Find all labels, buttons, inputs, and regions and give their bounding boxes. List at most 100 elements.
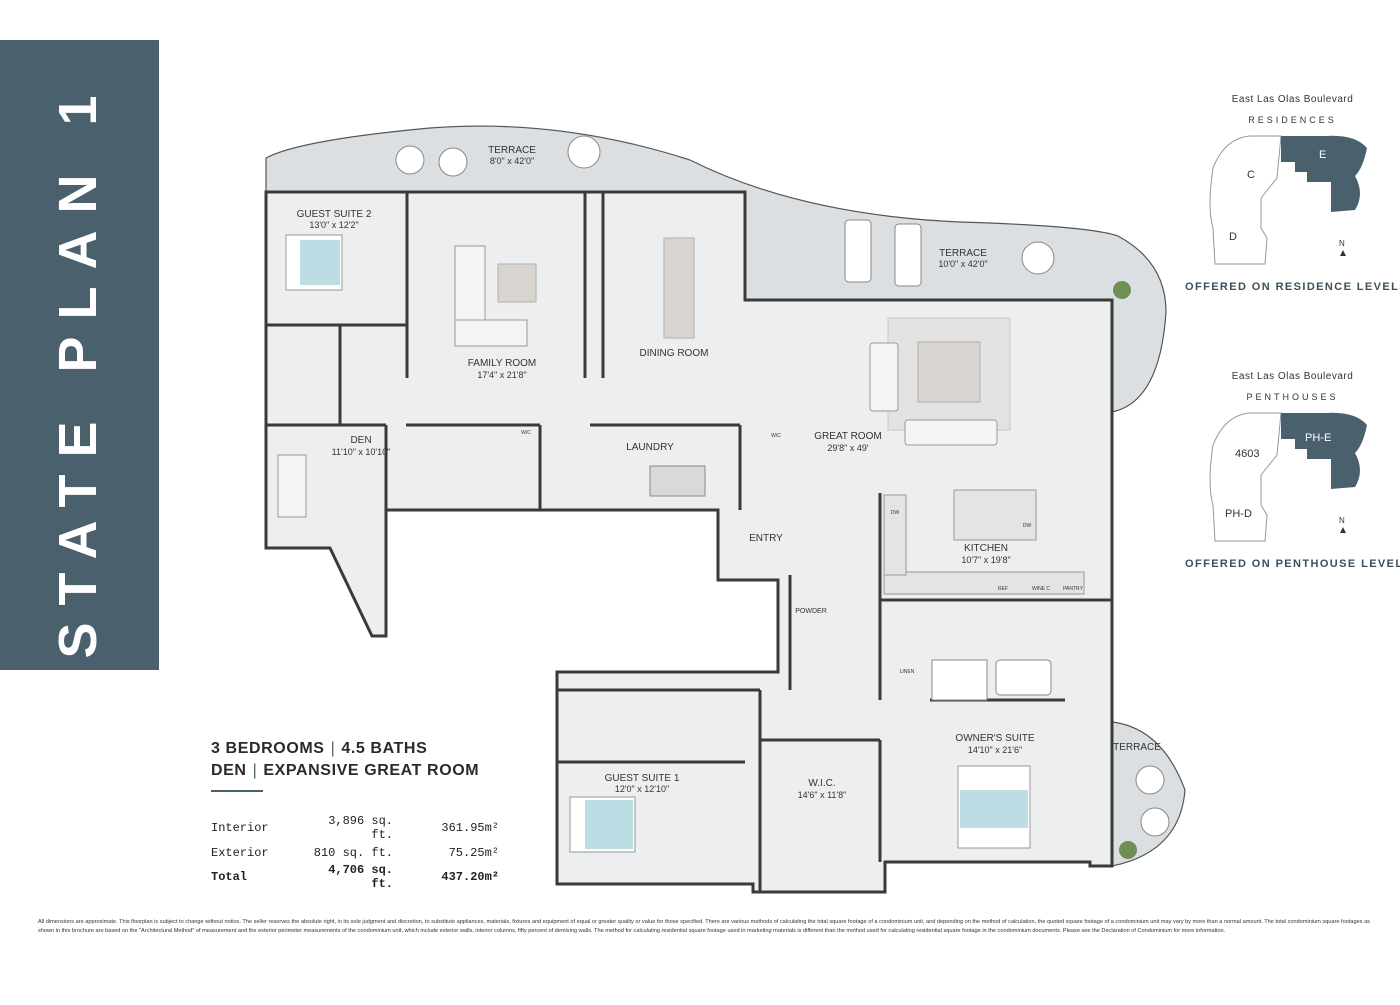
owners-bath-tub	[995, 659, 1052, 696]
keyplan-penthouses-map: 4603 PH-E PH-D N	[1209, 412, 1367, 542]
terrace-south-label: TERRACE	[1113, 742, 1161, 753]
keyplan-residences-offered: OFFERED ON RESIDENCE LEVELS 39-44	[1185, 281, 1400, 293]
terrace-east-dims: 10'0" x 42'0"	[938, 259, 987, 269]
terrace-chair-north-2	[438, 147, 468, 177]
owners-suite-dims: 14'10" x 21'6"	[968, 745, 1022, 755]
guest-suite-1-label: GUEST SUITE 1	[605, 773, 680, 784]
keyplan-penthouses-street: East Las Olas Boulevard	[1231, 371, 1354, 382]
plan-title-banner: ESTATE PLAN 1	[0, 40, 159, 712]
family-room-dims: 17'4" x 21'8"	[477, 370, 526, 380]
owners-suite-bed-linen	[960, 790, 1028, 828]
terrace-table-north	[567, 135, 601, 169]
north-arrow-icon	[1340, 527, 1346, 533]
separator: |	[330, 740, 336, 757]
terrace-chair-south-2	[1140, 807, 1170, 837]
owners-suite-label: OWNER'S SUITE	[955, 733, 1034, 744]
kitchen-counter	[883, 571, 1085, 595]
kitchen-island	[953, 489, 1037, 541]
area-sqft: 4,706 sq. ft.	[328, 863, 393, 891]
keyplan-residences-unit-e: E	[1319, 149, 1326, 161]
keyplan-penthouses-type: PENTHOUSES	[1246, 392, 1339, 402]
powder-label: POWDER	[795, 608, 827, 615]
kitchen-label: KITCHEN	[964, 543, 1008, 554]
north-arrow-icon	[1340, 250, 1346, 256]
chaise-great-room	[869, 342, 899, 412]
den-sofa	[277, 454, 307, 518]
summary-divider	[211, 790, 263, 792]
area-label: Exterior	[211, 845, 269, 860]
keyplan-residences-north: N	[1339, 239, 1345, 248]
keyplan-penthouses: East Las Olas Boulevard PENTHOUSES 4603 …	[1185, 371, 1400, 570]
separator: |	[252, 762, 258, 779]
family-room-ottoman	[497, 263, 537, 303]
area-label: Total	[211, 870, 248, 884]
dishwasher-island-label: DW	[1023, 523, 1032, 529]
great-room-feature: EXPANSIVE GREAT ROOM	[263, 762, 480, 779]
summary-line-2: DEN | EXPANSIVE GREAT ROOM	[211, 760, 531, 782]
den-feature: DEN	[211, 762, 247, 779]
interior-walls	[266, 192, 1112, 892]
den-dims: 11'10" x 10'10"	[332, 447, 391, 457]
guest-suite-2-bed-linen	[300, 240, 340, 285]
wine-cooler-label: WINE C	[1032, 586, 1050, 592]
pantry-label: PANTRY	[1063, 586, 1083, 592]
owners-bath-shower	[931, 659, 988, 701]
ref-label: REF	[998, 586, 1008, 592]
entry-label: ENTRY	[749, 533, 783, 544]
keyplan-residences-map: C E D N	[1209, 135, 1367, 265]
area-row-interior: Interior 3,896 sq. ft. 361.95m²	[211, 814, 499, 842]
dining-table	[663, 237, 695, 339]
area-m2: 361.95m²	[441, 821, 499, 835]
keyplan-penthouses-unit-phe: PH-E	[1305, 432, 1331, 444]
lounger-1	[844, 219, 872, 283]
keyplan-residences-unit-d: D	[1229, 231, 1237, 243]
dishwasher-label: DW	[891, 510, 900, 516]
terrace-east-label: TERRACE	[939, 248, 987, 259]
coffee-table	[917, 341, 981, 403]
great-room-dims: 29'8" x 49'	[827, 443, 868, 453]
laundry-label: LAUNDRY	[626, 442, 674, 453]
planter-south	[1119, 841, 1137, 859]
wic-dims: 14'6" x 11'8"	[798, 790, 847, 800]
keyplan-residences-type: RESIDENCES	[1248, 115, 1337, 125]
family-room-label: FAMILY ROOM	[468, 358, 537, 369]
sofa-great-room	[904, 419, 998, 446]
great-room-label: GREAT ROOM	[814, 431, 881, 442]
terrace-table-east	[1021, 241, 1055, 275]
terrace-north-label: TERRACE	[488, 145, 536, 156]
wc-label: W/C	[521, 430, 531, 436]
dining-room-label: DINING ROOM	[640, 348, 709, 359]
den-label: DEN	[350, 435, 371, 446]
area-sqft: 810 sq. ft.	[313, 845, 393, 860]
guest-suite-2-dims: 13'0" x 12'2"	[309, 220, 358, 230]
planter-east	[1113, 281, 1131, 299]
guest-suite-1-dims: 12'0" x 12'10"	[615, 784, 669, 794]
wic-label: W.I.C.	[808, 778, 835, 789]
wc-laundry-label: W/C	[771, 433, 781, 439]
unit-summary: 3 BEDROOMS|4.5 BATHS DEN|EXPANSIVE GREAT…	[211, 738, 531, 891]
area-m2: 437.20m²	[441, 870, 499, 884]
family-room-sectional-base	[454, 319, 528, 347]
guest-suite-2-label: GUEST SUITE 2	[297, 209, 372, 220]
terrace-chair-south-1	[1135, 765, 1165, 795]
linen-label: LINEN	[900, 669, 915, 675]
terrace-chair-north-1	[395, 145, 425, 175]
keyplan-residences: East Las Olas Boulevard RESIDENCES C E D…	[1185, 94, 1400, 293]
area-table: Interior 3,896 sq. ft. 361.95m² Exterior…	[211, 814, 499, 891]
area-m2: 75.25m²	[448, 845, 499, 860]
terrace-north-dims: 8'0" x 42'0"	[490, 156, 534, 166]
disclaimer: All dimensions are approximate. This flo…	[38, 919, 1370, 934]
area-row-exterior: Exterior 810 sq. ft. 75.25m²	[211, 842, 499, 863]
keyplan-residences-street: East Las Olas Boulevard	[1231, 94, 1354, 105]
bedrooms-count: 3 BEDROOMS	[211, 740, 325, 757]
area-sqft: 3,896 sq. ft.	[328, 814, 393, 842]
summary-line-1: 3 BEDROOMS|4.5 BATHS	[211, 738, 531, 760]
keyplan-penthouses-unit-4603: 4603	[1235, 448, 1259, 460]
keyplan-penthouses-unit-phd: PH-D	[1225, 508, 1252, 520]
keyplan-penthouses-north: N	[1339, 516, 1345, 525]
terrace-north-floor	[265, 125, 1167, 413]
area-row-total: Total 4,706 sq. ft. 437.20m²	[211, 863, 499, 891]
kitchen-dims: 10'7" x 19'8"	[961, 555, 1010, 565]
lounger-2	[894, 223, 922, 287]
